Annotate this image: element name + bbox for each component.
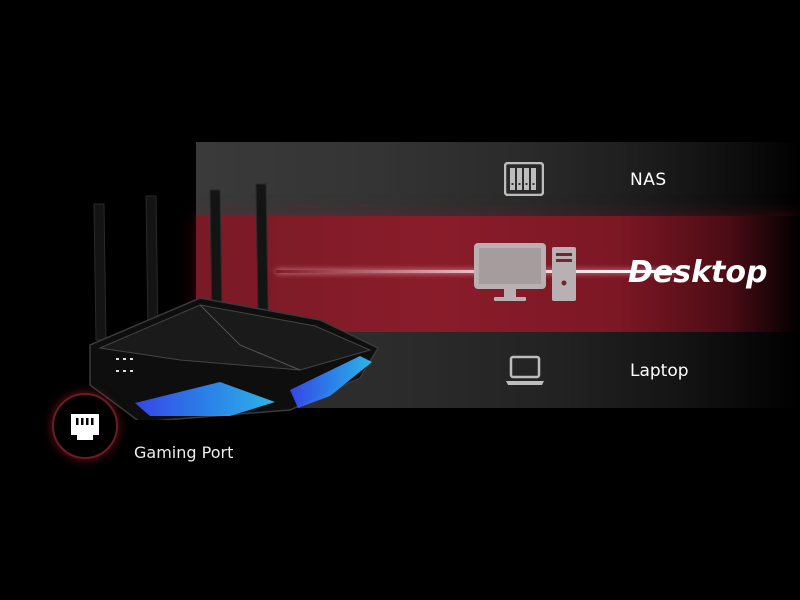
nas-icon xyxy=(504,162,544,196)
nas-row xyxy=(196,142,800,216)
nas-label: NAS xyxy=(630,170,667,190)
gaming-port-badge xyxy=(52,393,118,459)
laptop-icon xyxy=(506,355,544,385)
desktop-computer-icon xyxy=(474,243,576,301)
ethernet-port-icon xyxy=(71,414,99,440)
gaming-port-label: Gaming Port xyxy=(134,443,234,462)
router-image xyxy=(89,183,380,420)
desktop-label: Desktop xyxy=(628,255,768,290)
laptop-label: Laptop xyxy=(630,361,689,381)
